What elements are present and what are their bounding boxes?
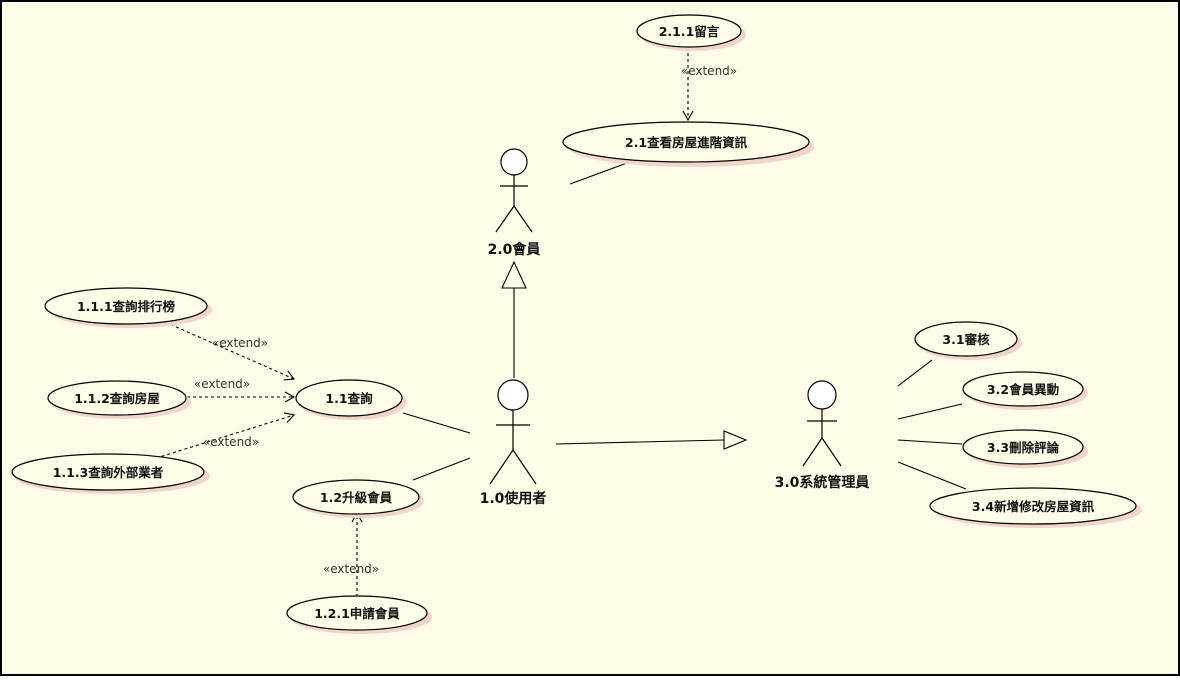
- actor-admin-label: 3.0系統管理員: [775, 474, 870, 491]
- use-case-label: 3.2會員異動: [987, 382, 1059, 397]
- association-admin-uc31: [897, 359, 933, 387]
- actor-member[interactable]: 2.0會員: [488, 148, 541, 258]
- association-user-uc12: [412, 457, 471, 481]
- association-admin-uc32: [897, 403, 963, 420]
- extend-uc113-uc11: «extend»: [149, 412, 296, 461]
- use-case-1-1-2[interactable]: 1.1.2查詢房屋: [47, 380, 191, 419]
- actor-head: [807, 380, 837, 410]
- use-case-label: 3.1審核: [942, 332, 990, 347]
- extend-uc211-uc21: «extend»: [681, 47, 737, 122]
- actor-admin[interactable]: 3.0系統管理員: [775, 380, 870, 491]
- use-case-1-1-1[interactable]: 1.1.1查詢排行榜: [44, 287, 212, 328]
- actor-head: [497, 379, 529, 411]
- use-case-3-3[interactable]: 3.3刪除評論: [962, 429, 1088, 468]
- actor-member-label: 2.0會員: [488, 241, 541, 258]
- extend-uc112-uc11: «extend»: [187, 377, 296, 403]
- use-case-label: 3.4新增修改房屋資訊: [972, 499, 1095, 514]
- use-case-3-1[interactable]: 3.1審核: [914, 321, 1022, 360]
- use-case-3-4[interactable]: 3.4新增修改房屋資訊: [929, 487, 1142, 528]
- use-case-label: 1.1.1查詢排行榜: [77, 299, 176, 314]
- association-admin-uc33: [897, 439, 963, 445]
- use-case-label: 2.1查看房屋進階資訊: [625, 135, 748, 150]
- use-case-label: 1.2升級會員: [320, 490, 393, 505]
- use-case-label: 2.1.1留言: [659, 24, 720, 39]
- extend-label: «extend»: [203, 435, 259, 449]
- use-case-label: 1.2.1申請會員: [314, 606, 400, 621]
- use-case-label: 3.3刪除評論: [987, 440, 1060, 455]
- association-member-uc21: [569, 162, 628, 185]
- use-case-label: 1.1.3查詢外部業者: [53, 465, 164, 480]
- actor-user[interactable]: 1.0使用者: [480, 379, 547, 507]
- extend-label: «extend»: [323, 562, 379, 576]
- association-user-uc11: [402, 412, 471, 434]
- actor-user-label: 1.0使用者: [480, 490, 547, 507]
- extend-label: «extend»: [681, 64, 737, 78]
- extend-label: «extend»: [212, 336, 268, 350]
- use-case-1-1-3[interactable]: 1.1.3查詢外部業者: [11, 453, 210, 494]
- use-case-2-1[interactable]: 2.1查看房屋進階資訊: [562, 121, 814, 167]
- extend-label: «extend»: [194, 377, 250, 391]
- use-case-2-1-1[interactable]: 2.1.1留言: [636, 14, 746, 51]
- generalization-user-admin: [555, 430, 748, 450]
- use-case-1-2[interactable]: 1.2升級會員: [292, 479, 424, 518]
- use-case-1-1[interactable]: 1.1查詢: [295, 379, 407, 420]
- extend-uc121-uc12: «extend»: [323, 511, 379, 597]
- actor-head: [500, 148, 528, 176]
- use-case-3-2[interactable]: 3.2會員異動: [962, 371, 1088, 410]
- generalization-user-member: [501, 260, 527, 378]
- use-case-label: 1.1查詢: [325, 391, 373, 406]
- extend-uc111-uc11: «extend»: [164, 321, 296, 381]
- use-case-label: 1.1.2查詢房屋: [74, 391, 160, 406]
- use-case-1-2-1[interactable]: 1.2.1申請會員: [286, 595, 432, 634]
- association-admin-uc34: [897, 461, 967, 490]
